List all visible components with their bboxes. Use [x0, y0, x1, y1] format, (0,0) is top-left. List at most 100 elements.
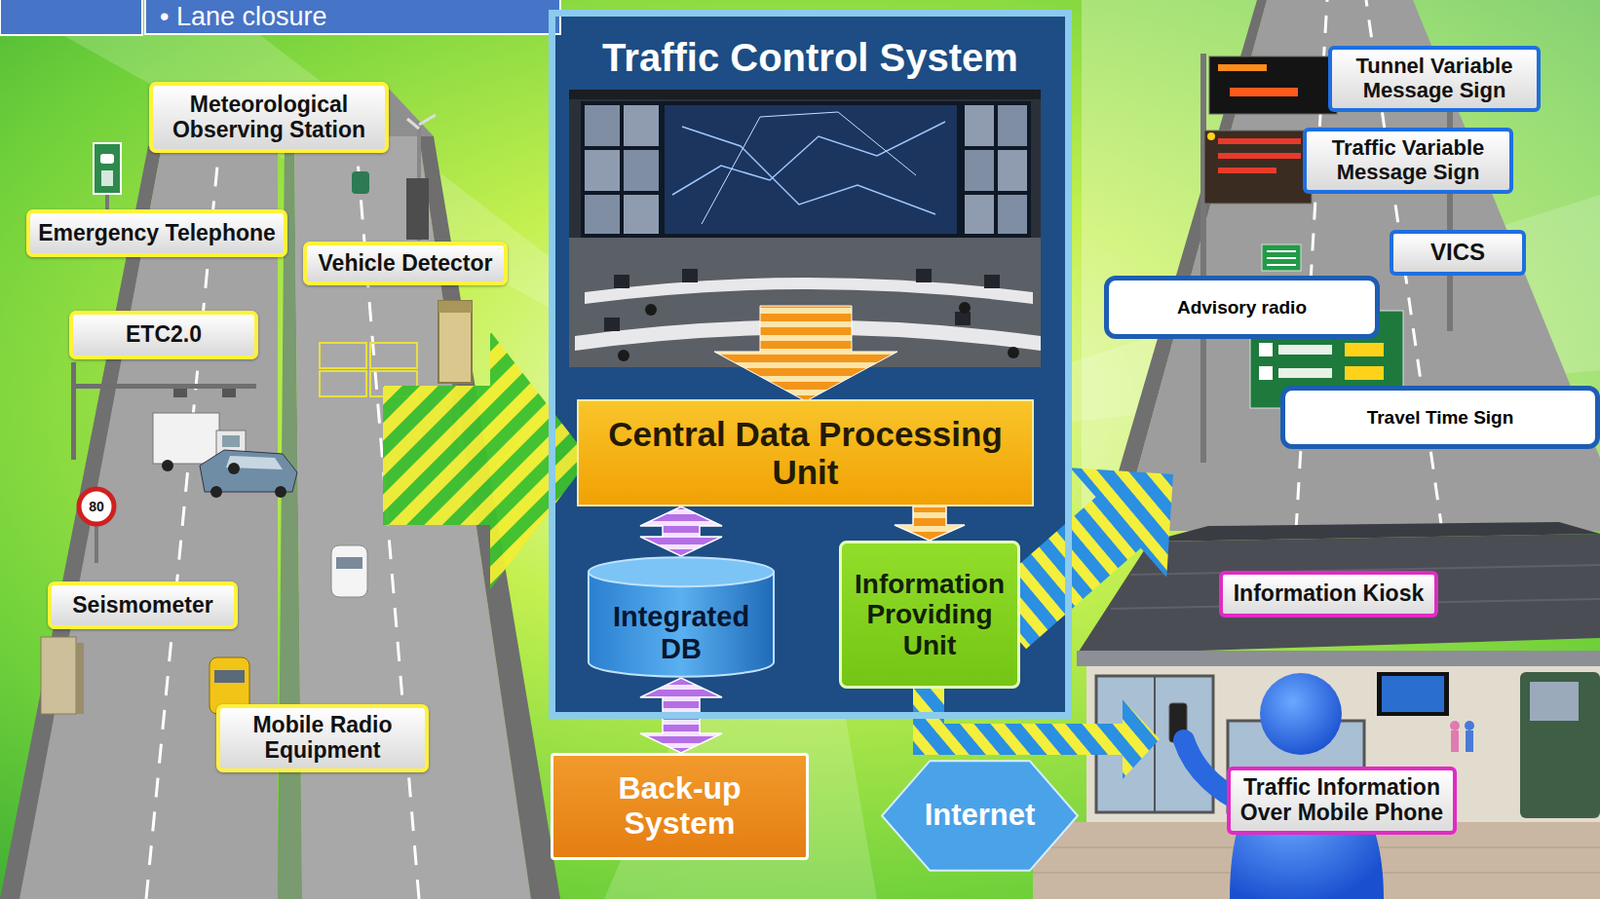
monitoring-arrow: [714, 305, 898, 402]
node-text: Emergency Telephone: [38, 221, 276, 247]
header-box: • Lane closure: [144, 0, 562, 36]
crash-vehicles: [222, 435, 240, 448]
device-label: Meteorological Observing Station: [149, 81, 389, 153]
vehicle-detector-unit: [438, 301, 472, 383]
sign-scene: [1081, 0, 1600, 532]
kiosk-building: [1464, 721, 1475, 731]
loop-detector: [319, 371, 367, 397]
node-text: • Lane closure: [159, 1, 328, 32]
node-text: VICS: [1430, 239, 1486, 267]
speed-sign: [78, 489, 115, 564]
node-text: Mobile Radio Equipment: [228, 713, 418, 764]
kiosk-building: [1450, 730, 1459, 753]
control-room-photo: [617, 349, 630, 362]
control-room-photo: [604, 317, 620, 332]
process-box: Information Providing Unit: [838, 540, 1021, 689]
crash-vehicles: [210, 486, 223, 498]
sign-scene: [1229, 87, 1298, 97]
sign-scene: [1218, 152, 1301, 159]
control-room-photo: [984, 274, 1000, 289]
service-label: Traffic Information Over Mobile Phone: [1226, 766, 1457, 836]
node-text: Information Providing Unit: [847, 569, 1012, 661]
sign-scene: [1200, 53, 1207, 463]
sign-scene: [1261, 244, 1301, 271]
crash-vehicles: [152, 413, 298, 498]
sign-scene: [1344, 342, 1384, 357]
node-text: Back-up System: [582, 771, 778, 842]
device-label: Vehicle Detector: [303, 241, 508, 286]
node-text: Central Data Processing Unit: [596, 415, 1016, 492]
control-room-photo: [964, 194, 994, 234]
control-room-photo: [1007, 346, 1020, 359]
crash-vehicles: [274, 486, 287, 498]
etc-gantry: [71, 383, 257, 389]
node-text: Integrated DB: [603, 601, 760, 665]
output-label: Travel Time Sign: [1280, 385, 1600, 450]
device-label: Emergency Telephone: [26, 209, 288, 258]
panel-background: [548, 9, 1072, 720]
sign-scene: [1278, 368, 1333, 379]
control-room-photo: [645, 304, 657, 316]
control-room-photo: [997, 105, 1028, 147]
node-text: Advisory radio: [1177, 297, 1307, 318]
network-hexagon: Internet: [879, 760, 1080, 873]
control-room-photo: [672, 121, 946, 195]
service-label: Information Kiosk: [1219, 571, 1439, 618]
output-label: Advisory radio: [1104, 275, 1380, 340]
kiosk-building: [1381, 676, 1445, 713]
control-room-photo: [623, 150, 659, 191]
node-text: Vehicle Detector: [318, 251, 494, 277]
emergency-phone: [93, 143, 121, 194]
weather-station: [419, 114, 436, 125]
output-label: VICS: [1389, 229, 1526, 276]
system-panel: Traffic Control SystemCentral Data Proce…: [548, 9, 1072, 720]
control-room-photo: [964, 150, 994, 191]
node-text: Internet: [924, 799, 1036, 834]
sign-scene: [1266, 250, 1296, 253]
control-room-photo: [664, 105, 957, 234]
loop-detector: [319, 342, 367, 369]
data-flow-arrow: [894, 506, 965, 541]
data-flow-arrow: [640, 506, 723, 557]
sign-scene: [1266, 257, 1296, 260]
node-text: Traffic Information Over Mobile Phone: [1235, 775, 1448, 827]
crash-vehicles: [152, 413, 220, 464]
output-label: Tunnel Variable Message Sign: [1328, 45, 1541, 113]
control-room-photo: [915, 268, 932, 283]
crash-vehicles: [161, 459, 174, 472]
loop-detector: [370, 342, 418, 369]
sign-scene: [1209, 56, 1337, 115]
control-room-photo: [584, 277, 1033, 305]
data-flow-arrow: [640, 678, 723, 754]
control-room-photo: [569, 89, 1041, 100]
node-text: Traffic Variable Message Sign: [1312, 136, 1504, 185]
node-text: ETC2.0: [125, 322, 202, 348]
sensor-data-arrow: [382, 331, 590, 590]
control-room-photo: [958, 302, 971, 314]
control-room-photo: [964, 105, 994, 147]
cylinder-body: [588, 571, 774, 678]
person-figure: [1259, 673, 1342, 756]
device-label: Mobile Radio Equipment: [216, 704, 429, 773]
kiosk-building: [1449, 721, 1460, 731]
process-box: Central Data Processing Unit: [576, 399, 1034, 507]
kiosk-building: [1376, 672, 1449, 717]
weather-station: [407, 118, 420, 129]
control-room-photo: [997, 194, 1028, 234]
control-room-photo: [623, 105, 659, 147]
output-label: Traffic Variable Message Sign: [1302, 127, 1514, 194]
database-cylinder: Integrated DB: [586, 556, 776, 679]
sign-scene: [1218, 167, 1277, 174]
node-text: Information Kiosk: [1233, 581, 1425, 608]
sign-scene: [1218, 64, 1267, 72]
kiosk-building: [1076, 650, 1600, 667]
device-label: Seismometer: [47, 581, 238, 630]
sign-scene: [1258, 342, 1273, 357]
kiosk-building: [1520, 672, 1600, 819]
control-room-photo: [682, 126, 936, 215]
sign-scene: [1207, 132, 1216, 141]
